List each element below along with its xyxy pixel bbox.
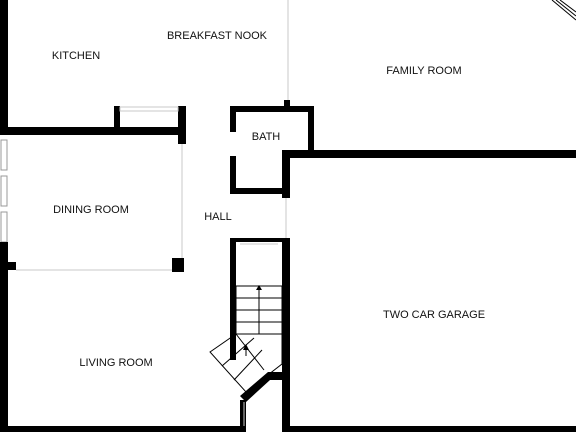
winder-line-3: [235, 333, 265, 371]
dining-right-post-bottom: [172, 258, 184, 272]
label-hall: HALL: [204, 211, 232, 223]
left-window-2: [0, 175, 8, 207]
label-dining-room: DINING ROOM: [53, 204, 129, 216]
stair-winder: [209, 333, 283, 393]
counter-left-post: [114, 106, 120, 130]
label-kitchen: KITCHEN: [52, 50, 100, 62]
bath-left-wall-lower: [230, 156, 236, 194]
family-corner-line-3: [559, 0, 576, 13]
label-breakfast-nook: BREAKFAST NOOK: [167, 30, 268, 42]
winder-line-1: [221, 337, 255, 367]
left-wall-stub: [0, 242, 8, 262]
left-window-3: [0, 211, 8, 243]
left-wall-top: [0, 0, 8, 135]
stair-top-wall: [230, 238, 282, 242]
winder-line-2: [233, 349, 263, 381]
living-wall-post: [240, 400, 246, 432]
left-window-1: [0, 139, 8, 171]
garage-top-wall: [284, 150, 576, 158]
bottom-wall-left: [0, 426, 240, 432]
family-corner-line-1: [551, 0, 576, 21]
garage-left-wall: [282, 150, 290, 198]
bath-left-wall: [230, 106, 236, 132]
counter-top: [119, 106, 179, 112]
dining-left-post-bottom: [6, 262, 16, 270]
label-family-room: FAMILY ROOM: [386, 65, 461, 77]
label-living-room: LIVING ROOM: [79, 357, 152, 369]
staircase: [209, 285, 283, 393]
bath-top-wall: [230, 106, 314, 112]
family-room-post: [284, 100, 290, 108]
stair-arrow-head: [256, 285, 262, 290]
garage-left-wall-lower: [282, 238, 290, 432]
stair-angled-wall: [240, 372, 284, 402]
label-bath: BATH: [252, 131, 281, 143]
counter-right-post: [178, 106, 186, 144]
family-corner-line-2: [555, 0, 576, 17]
left-wall-bottom: [0, 262, 8, 432]
bath-bottom-wall: [230, 188, 288, 194]
room-labels: KITCHEN BREAKFAST NOOK FAMILY ROOM BATH …: [52, 30, 485, 369]
stair-left-wall: [230, 240, 236, 360]
kitchen-dining-wall: [0, 127, 186, 135]
garage-bottom-wall: [282, 426, 576, 432]
winder-arrow-head: [243, 344, 249, 350]
bath-right-wall: [308, 106, 314, 156]
label-two-car-garage: TWO CAR GARAGE: [383, 309, 485, 321]
